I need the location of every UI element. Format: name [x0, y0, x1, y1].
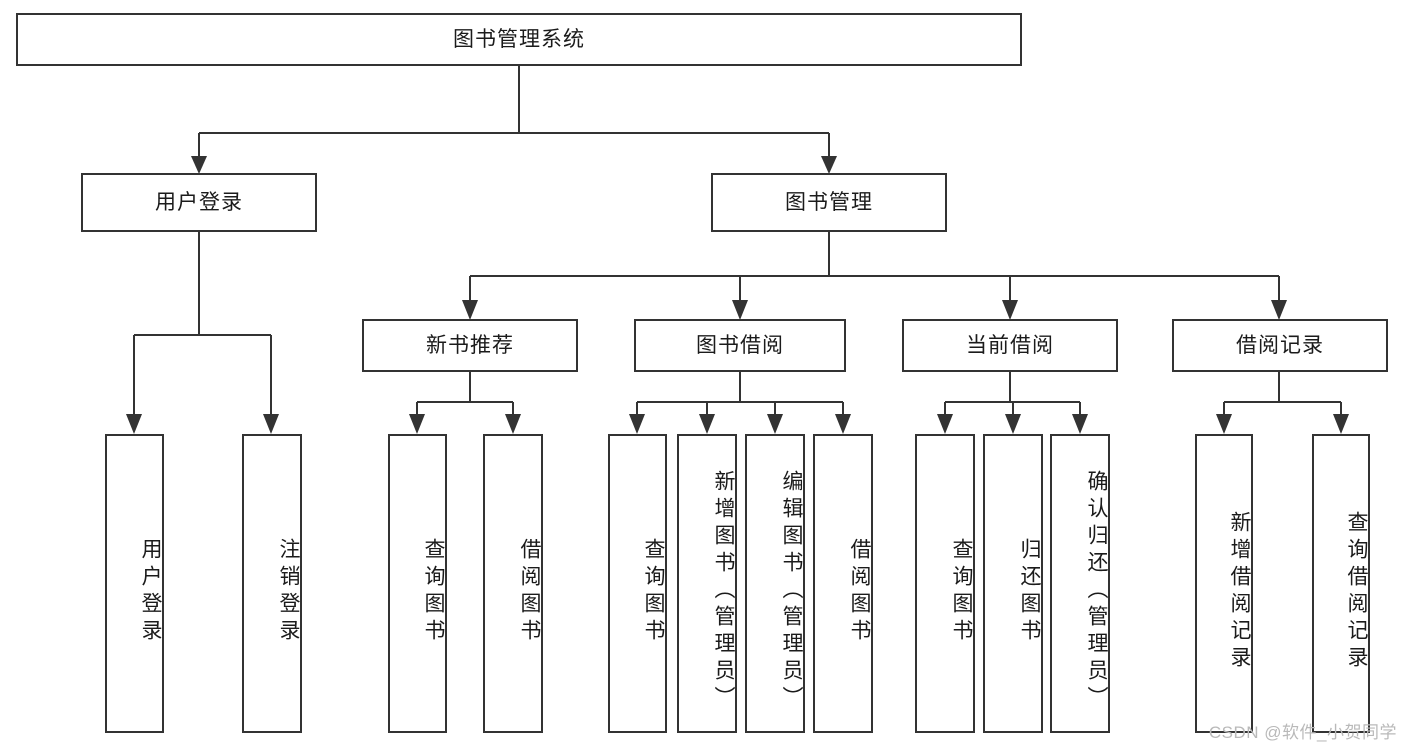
node-user-login[interactable]: 用户登录: [81, 173, 317, 232]
node-leaf-edit-book-admin-label: 编辑图书（管理员）: [780, 470, 803, 713]
arrow-book-to-g1: [462, 300, 478, 320]
node-borrow-records[interactable]: 借阅记录: [1172, 319, 1388, 372]
node-leaf-query-book-current-label: 查询图书: [950, 537, 973, 646]
node-current-borrow[interactable]: 当前借阅: [902, 319, 1118, 372]
arrow-user-to-leaf2: [263, 414, 279, 434]
node-book-management[interactable]: 图书管理: [711, 173, 947, 232]
arrow-g4-leaf2: [1333, 414, 1349, 434]
node-leaf-return-book[interactable]: 归还图书: [983, 434, 1043, 733]
node-root-label: 图书管理系统: [453, 27, 585, 51]
node-new-book-recommend[interactable]: 新书推荐: [362, 319, 578, 372]
node-borrow-records-label: 借阅记录: [1236, 333, 1324, 357]
node-leaf-add-borrow-record-label: 新增借阅记录: [1228, 510, 1251, 673]
node-leaf-query-book-borrow[interactable]: 查询图书: [608, 434, 667, 733]
node-leaf-logout[interactable]: 注销登录: [242, 434, 302, 733]
node-user-login-label: 用户登录: [155, 190, 243, 214]
arrow-g1-leaf2: [505, 414, 521, 434]
node-book-management-label: 图书管理: [785, 190, 873, 214]
node-leaf-query-borrow-record[interactable]: 查询借阅记录: [1312, 434, 1370, 733]
node-leaf-user-login[interactable]: 用户登录: [105, 434, 164, 733]
node-leaf-query-borrow-record-label: 查询借阅记录: [1345, 510, 1368, 673]
node-leaf-query-book-current[interactable]: 查询图书: [915, 434, 975, 733]
arrow-g3-leaf2: [1005, 414, 1021, 434]
arrow-g2-leaf1: [629, 414, 645, 434]
node-book-borrow[interactable]: 图书借阅: [634, 319, 846, 372]
node-leaf-logout-label: 注销登录: [277, 537, 300, 646]
node-leaf-borrow-book-rec[interactable]: 借阅图书: [483, 434, 543, 733]
arrow-root-to-book: [821, 156, 837, 174]
node-leaf-add-borrow-record[interactable]: 新增借阅记录: [1195, 434, 1253, 733]
arrow-book-to-g4: [1271, 300, 1287, 320]
node-current-borrow-label: 当前借阅: [966, 333, 1054, 357]
node-leaf-borrow-book[interactable]: 借阅图书: [813, 434, 873, 733]
arrow-user-to-leaf1: [126, 414, 142, 434]
arrow-g4-leaf1: [1216, 414, 1232, 434]
node-book-borrow-label: 图书借阅: [696, 333, 784, 357]
arrow-book-to-g2: [732, 300, 748, 320]
arrow-book-to-g3: [1002, 300, 1018, 320]
node-leaf-edit-book-admin[interactable]: 编辑图书（管理员）: [745, 434, 805, 733]
node-leaf-return-book-label: 归还图书: [1018, 537, 1041, 646]
node-leaf-add-book-admin-label: 新增图书（管理员）: [712, 470, 735, 713]
node-leaf-borrow-book-label: 借阅图书: [848, 537, 871, 646]
arrow-g2-leaf4: [835, 414, 851, 434]
arrow-root-to-user: [191, 156, 207, 174]
node-leaf-confirm-return-admin[interactable]: 确认归还（管理员）: [1050, 434, 1110, 733]
arrow-g3-leaf3: [1072, 414, 1088, 434]
arrow-g2-leaf3: [767, 414, 783, 434]
node-leaf-confirm-return-admin-label: 确认归还（管理员）: [1085, 470, 1108, 713]
node-leaf-user-login-label: 用户登录: [139, 537, 162, 646]
node-leaf-borrow-book-rec-label: 借阅图书: [518, 537, 541, 646]
node-leaf-query-book-rec-label: 查询图书: [422, 537, 445, 646]
node-leaf-add-book-admin[interactable]: 新增图书（管理员）: [677, 434, 737, 733]
node-root[interactable]: 图书管理系统: [16, 13, 1022, 66]
arrow-g3-leaf1: [937, 414, 953, 434]
node-leaf-query-book-rec[interactable]: 查询图书: [388, 434, 447, 733]
arrow-g2-leaf2: [699, 414, 715, 434]
node-leaf-query-book-borrow-label: 查询图书: [642, 537, 665, 646]
arrow-g1-leaf1: [409, 414, 425, 434]
watermark: CSDN @软件_小贺同学: [1208, 723, 1397, 742]
node-new-book-recommend-label: 新书推荐: [426, 333, 514, 357]
